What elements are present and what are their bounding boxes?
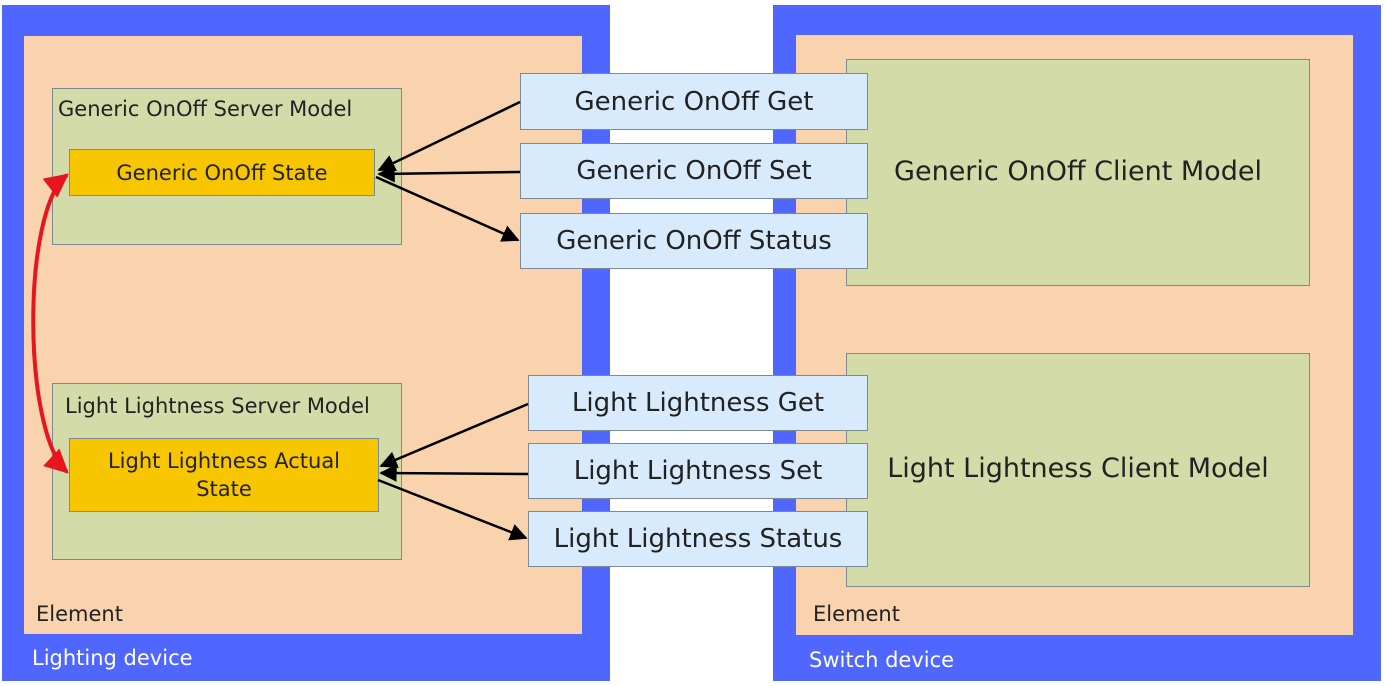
switch-device-label: Switch device (809, 648, 955, 672)
generic-onoff-set-message: Generic OnOff Set (520, 143, 868, 199)
generic-onoff-server-title: Generic OnOff Server Model (58, 97, 353, 121)
generic-onoff-get-label: Generic OnOff Get (574, 86, 814, 117)
switch-element: Generic OnOff Client Model Light Lightne… (796, 35, 1353, 635)
generic-onoff-client-model: Generic OnOff Client Model (846, 59, 1310, 286)
generic-onoff-client-title: Generic OnOff Client Model (894, 156, 1262, 187)
generic-onoff-state: Generic OnOff State (69, 149, 375, 196)
light-lightness-actual-state: Light Lightness Actual State (69, 438, 379, 512)
light-lightness-status-message: Light Lightness Status (528, 511, 868, 567)
light-lightness-get-message: Light Lightness Get (528, 375, 868, 431)
generic-onoff-set-label: Generic OnOff Set (576, 156, 812, 186)
light-lightness-server-model: Light Lightness Server Model Light Light… (52, 383, 402, 560)
lighting-element: Generic OnOff Server Model Generic OnOff… (24, 36, 582, 634)
switch-element-label: Element (813, 602, 900, 626)
lighting-element-label: Element (36, 602, 123, 626)
generic-onoff-get-message: Generic OnOff Get (520, 73, 868, 130)
light-lightness-status-label: Light Lightness Status (553, 524, 843, 554)
light-lightness-set-message: Light Lightness Set (528, 443, 868, 499)
light-lightness-server-title: Light Lightness Server Model (65, 394, 370, 418)
lighting-device-label: Lighting device (32, 646, 193, 670)
generic-onoff-status-label: Generic OnOff Status (556, 226, 832, 256)
light-lightness-client-title: Light Lightness Client Model (887, 453, 1269, 484)
generic-onoff-server-model: Generic OnOff Server Model Generic OnOff… (52, 88, 402, 245)
generic-onoff-state-label: Generic OnOff State (116, 160, 328, 185)
switch-device: Generic OnOff Client Model Light Lightne… (773, 5, 1381, 681)
light-lightness-state-line2: State (196, 477, 252, 501)
generic-onoff-status-message: Generic OnOff Status (520, 213, 868, 269)
light-lightness-get-label: Light Lightness Get (571, 388, 825, 418)
light-lightness-client-model: Light Lightness Client Model (846, 353, 1310, 587)
lighting-device: Generic OnOff Server Model Generic OnOff… (2, 5, 610, 681)
light-lightness-state-line1: Light Lightness Actual (107, 449, 341, 473)
light-lightness-set-label: Light Lightness Set (573, 456, 823, 486)
